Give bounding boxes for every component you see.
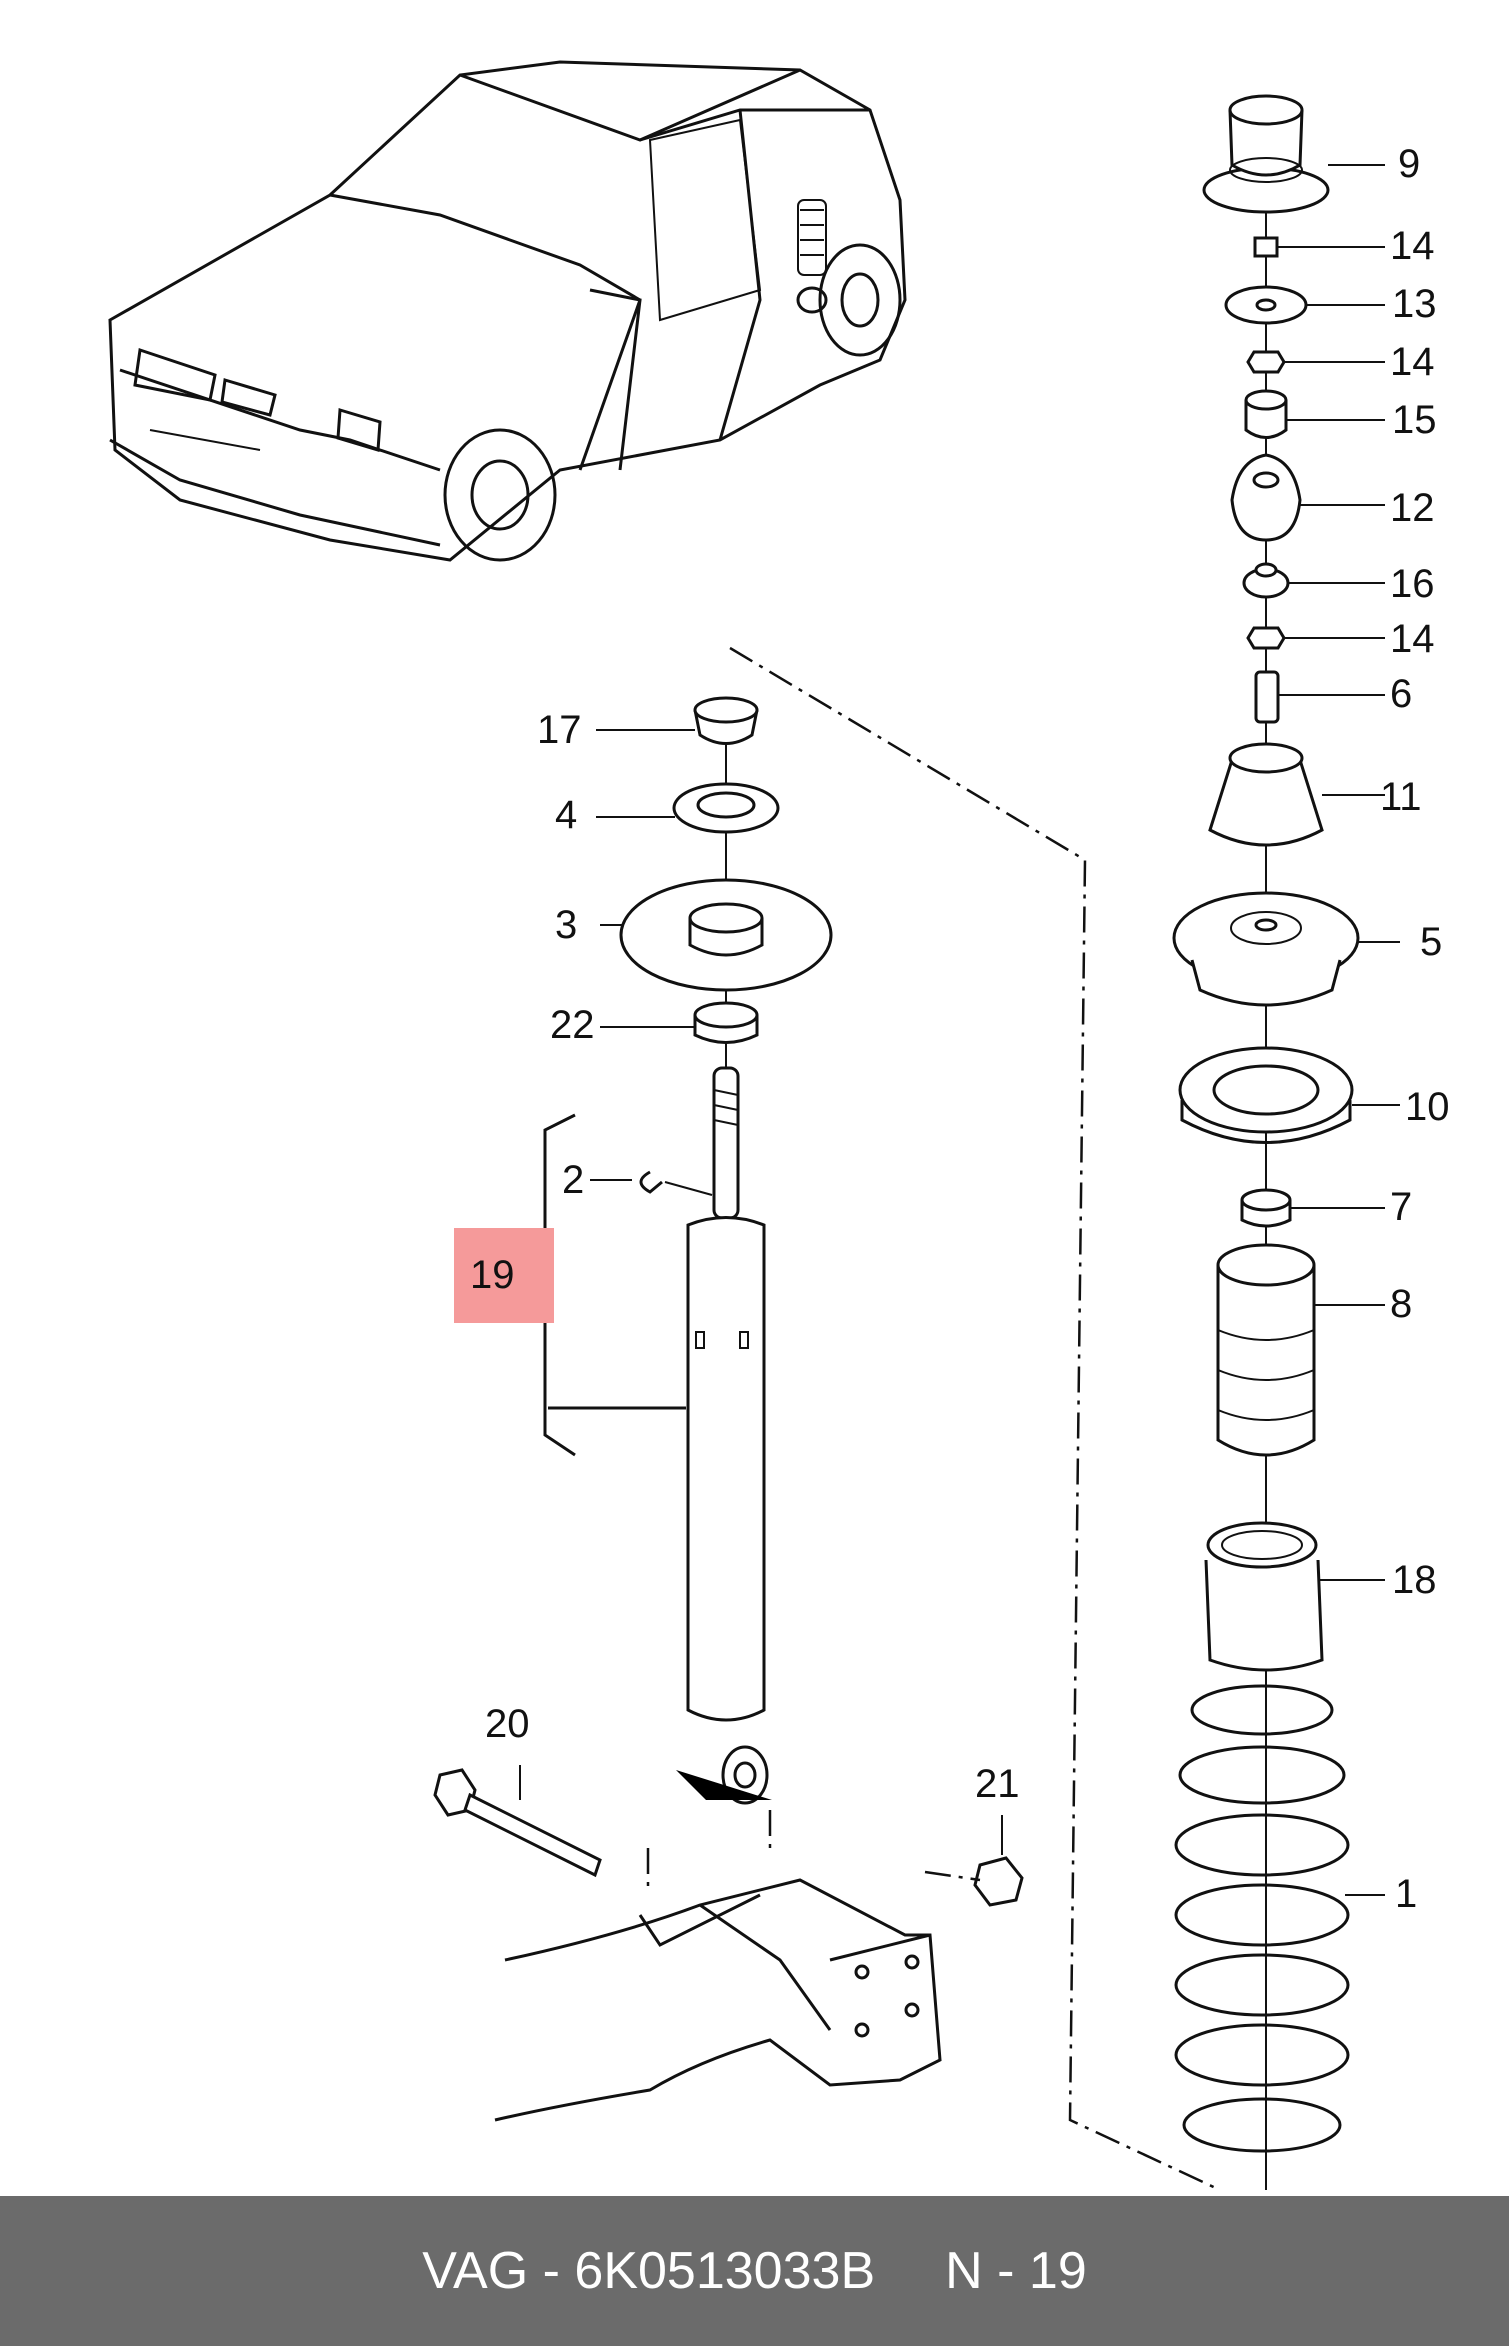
callout-5[interactable]: 5 [1420, 920, 1443, 964]
callout-15[interactable]: 15 [1392, 398, 1437, 442]
callout-13[interactable]: 13 [1392, 282, 1437, 326]
callout-6[interactable]: 6 [1390, 672, 1413, 716]
car-illustration [108, 60, 907, 562]
callout-14[interactable]: 14 [1390, 224, 1435, 268]
callout-21[interactable]: 21 [975, 1762, 1020, 1806]
assembly-boundary [729, 646, 1221, 2192]
callout-labels: 9 14 13 14 15 12 16 14 6 11 5 10 7 8 18 … [485, 142, 1450, 1916]
callout-7[interactable]: 7 [1390, 1185, 1413, 1229]
callout-8[interactable]: 8 [1390, 1282, 1413, 1326]
callout-3[interactable]: 3 [555, 903, 578, 947]
callout-14[interactable]: 14 [1390, 617, 1435, 661]
callout-1[interactable]: 1 [1395, 1872, 1418, 1916]
diagram-reference-text: N - 19 [945, 2242, 1087, 2300]
callout-10[interactable]: 10 [1405, 1085, 1450, 1129]
callout-14[interactable]: 14 [1390, 340, 1435, 384]
part-number-text: VAG - 6K0513033B [422, 2242, 876, 2300]
callout-9[interactable]: 9 [1398, 142, 1421, 186]
part-1-coil-spring [1174, 1684, 1350, 2153]
part-21-nut [973, 1856, 1024, 1907]
strut-stack-right [1172, 94, 1360, 2190]
rear-axle-beam [494, 1810, 942, 2122]
callout-4[interactable]: 4 [555, 793, 578, 837]
callout-12[interactable]: 12 [1390, 486, 1435, 530]
callout-11[interactable]: 11 [1380, 775, 1422, 819]
leader-lines-right [1278, 164, 1400, 1896]
callout-18[interactable]: 18 [1392, 1558, 1437, 1602]
part-number-footer: VAG - 6K0513033B N - 19 [0, 2196, 1509, 2346]
callout-20[interactable]: 20 [485, 1702, 530, 1746]
callout-22[interactable]: 22 [550, 1003, 595, 1047]
leader-lines-left [519, 729, 1003, 1855]
callout-17[interactable]: 17 [537, 708, 582, 752]
part-9-top-mount [1202, 94, 1330, 214]
callout-19-label: 19 [470, 1253, 515, 1297]
shock-absorber-column [619, 696, 833, 1805]
exploded-parts-diagram [108, 60, 1400, 2192]
callout-2[interactable]: 2 [562, 1158, 585, 1202]
part-20-bolt [433, 1768, 602, 1878]
highlighted-callout-19[interactable]: 19 [454, 1228, 554, 1323]
callout-16[interactable]: 16 [1390, 562, 1435, 606]
